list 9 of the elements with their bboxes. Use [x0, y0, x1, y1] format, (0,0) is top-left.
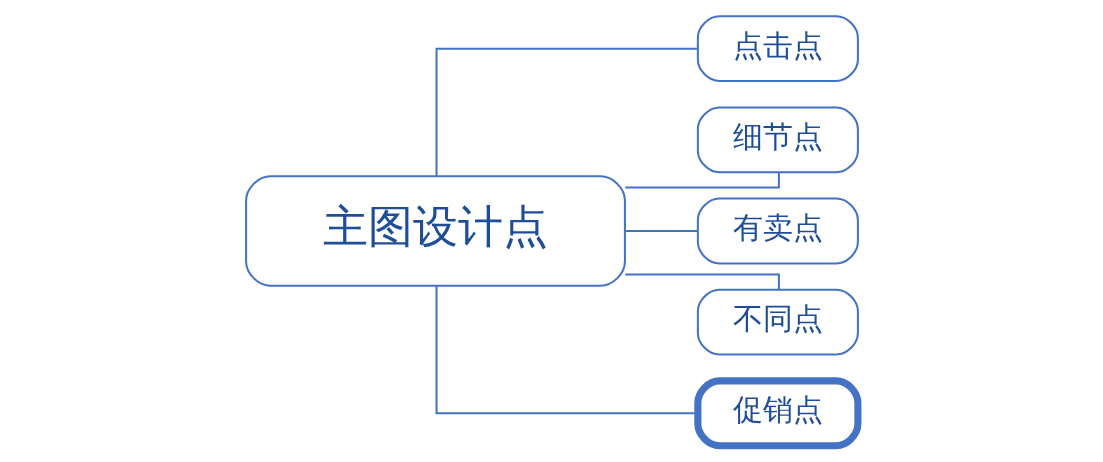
- node-box: 细节点: [696, 106, 859, 174]
- connector: [625, 230, 698, 232]
- node-box: 有卖点: [696, 197, 859, 265]
- node-box: 点击点: [696, 15, 859, 83]
- node-box: 促销点: [693, 377, 861, 450]
- node-box: 主图设计点: [244, 175, 626, 287]
- connector: [435, 285, 698, 415]
- connector: [435, 47, 698, 177]
- node-box: 不同点: [696, 288, 859, 356]
